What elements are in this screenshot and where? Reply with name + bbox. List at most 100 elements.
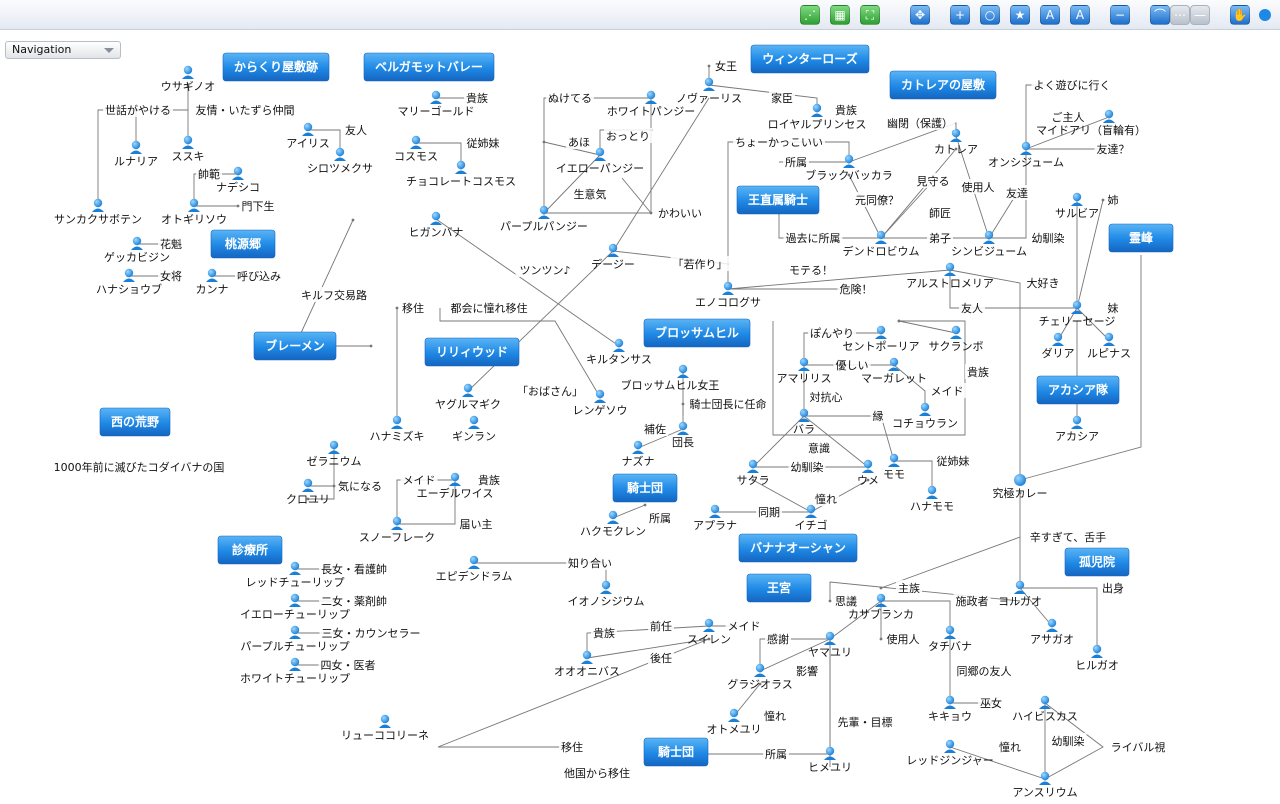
relationship-edge[interactable] [435,218,620,347]
person-node[interactable]: ススキ [172,135,205,163]
relationship-edge[interactable] [1020,587,1098,652]
relationship-edge[interactable] [894,460,933,493]
person-node[interactable]: モモ [883,453,905,481]
relationship-edge[interactable] [543,97,651,213]
add-circle-button[interactable]: ○ [980,5,1000,25]
group-node[interactable]: 孤児院 [1064,547,1130,577]
relationship-edge[interactable] [586,638,710,659]
relationship-edge[interactable] [949,746,1046,780]
person-node[interactable]: ルナリア [114,140,158,168]
relationship-edge[interactable] [989,149,1027,239]
relationship-edge[interactable] [308,448,335,500]
relationship-edge[interactable] [988,192,1018,239]
person-node[interactable]: カサブランカ [848,593,914,621]
group-node[interactable]: 王宮 [746,573,812,603]
person-node[interactable]: ブロッサムヒル女王 [621,364,720,392]
person-node[interactable]: ハクモクレン [580,510,646,538]
person-node[interactable]: オトメユリ [707,708,762,736]
relationship-edge[interactable] [829,600,882,640]
person-node[interactable]: エピデンドラム [436,555,513,583]
person-node[interactable]: ハイビスカス [1012,695,1078,723]
person-node[interactable]: ホワイトチューリップ [240,657,350,685]
relationship-edge[interactable] [437,638,710,748]
person-node[interactable]: アサガオ [1030,618,1074,646]
relationship-map-canvas[interactable]: からくり屋敷跡ベルガモットバレーウィンターローズカトレアの屋敷王直属騎士霊峰桃源… [0,31,1280,800]
person-node[interactable]: チョコレートコスモス [406,160,516,188]
person-node[interactable]: グラジオラス [727,663,793,691]
group-node[interactable]: 騎士団 [643,737,709,767]
group-node[interactable]: ブロッサムヒル [643,318,751,348]
person-node[interactable]: アンスリウム [1012,771,1078,799]
person-node[interactable]: サクラ [737,459,770,487]
group-node[interactable]: 王直属騎士 [736,185,820,215]
group-node[interactable]: カトレアの屋敷 [889,70,997,100]
group-node[interactable]: ベルガモットバレー [363,52,495,82]
add-node-button[interactable]: + [950,5,970,25]
relationship-edge[interactable] [193,173,238,206]
relationship-edge[interactable] [727,269,951,290]
relationship-edge[interactable] [898,320,957,334]
person-node[interactable]: チェリーセージ [1039,300,1116,328]
relationship-edge[interactable] [810,479,869,513]
person-node[interactable]: マイドアリ（盲輪有） [1036,109,1146,137]
relationship-edge[interactable] [733,683,761,717]
group-node[interactable]: ブレーメン [253,331,337,361]
person-node[interactable]: ハナミズキ [370,415,425,443]
relationship-edge[interactable] [778,213,881,239]
person-node[interactable]: シロツメクサ [307,147,373,175]
relationship-edge[interactable] [880,148,957,239]
navigation-dropdown[interactable]: Navigation [5,41,121,59]
hand-button[interactable]: ✋ [1230,5,1250,25]
person-node[interactable]: オオオニバス [554,650,620,678]
relationship-edge[interactable] [752,415,805,468]
person-node[interactable]: ヤグルマギク [435,383,501,411]
relationship-edge[interactable] [612,504,646,519]
person-node[interactable]: クロユリ [286,478,330,506]
person-node[interactable]: ウサギノオ [161,65,216,93]
person-node[interactable]: アイリス [286,122,330,150]
person-node[interactable]: マリーゴールド [398,90,475,118]
person-node[interactable]: ハナショウブ [96,268,162,296]
group-node[interactable]: からくり屋敷跡 [222,52,330,82]
remove-button[interactable]: − [1110,5,1130,25]
person-node[interactable]: ヒルガオ [1075,644,1119,672]
person-node[interactable]: ゼラニウム [307,440,362,468]
person-node[interactable]: アマリリス [777,357,832,385]
person-node[interactable]: アルストロメリア [906,262,994,290]
person-node[interactable]: レッドジンジャー [906,739,994,767]
relationship-edge[interactable] [1044,702,1104,780]
line-button[interactable]: — [1190,5,1210,25]
person-node[interactable]: サンカクサボテン [54,198,142,226]
person-node[interactable]: 団長 [672,421,694,449]
person-node[interactable]: シンビジューム [951,230,1027,258]
person-node[interactable]: イエローチューリップ [240,593,350,621]
person-node[interactable]: アカシア [1055,415,1099,443]
person-node[interactable]: ヤマユリ [808,631,852,659]
person-node[interactable]: キルタンサス [586,338,652,366]
person-node[interactable]: キキョウ [928,695,972,723]
person-node[interactable]: ヒメユリ [808,746,852,774]
relationship-edge[interactable] [416,142,462,168]
person-node[interactable]: エーデルワイス [417,472,494,500]
add-label-button[interactable]: A [1070,5,1090,25]
person-node[interactable]: バラ [793,408,815,436]
person-node[interactable]: ルピナス [1087,332,1131,360]
green-network-button[interactable]: ⋰ [800,5,820,25]
relationship-edge[interactable] [621,177,652,214]
relationship-edge[interactable] [1025,116,1110,150]
person-node[interactable]: オンシジューム [988,141,1064,169]
person-node[interactable]: ダリア [1042,332,1075,360]
person-node[interactable]: コスモス [394,135,438,163]
relationship-edge[interactable] [637,428,684,449]
add-star-button[interactable]: ★ [1010,5,1030,25]
share-button[interactable]: ⋯ [1170,5,1190,25]
relationship-edge[interactable] [880,180,934,239]
person-node[interactable]: ゲッカビジン [104,236,170,264]
person-node[interactable]: レッドチューリップ [246,561,345,589]
relationship-edge[interactable] [949,270,1077,309]
person-node[interactable]: スイレン [687,618,731,646]
pan-move-button[interactable]: ✥ [910,5,930,25]
relationship-edge[interactable] [294,219,354,347]
person-node[interactable]: サクランボ [929,325,984,353]
group-node[interactable]: アカシア隊 [1036,375,1120,405]
